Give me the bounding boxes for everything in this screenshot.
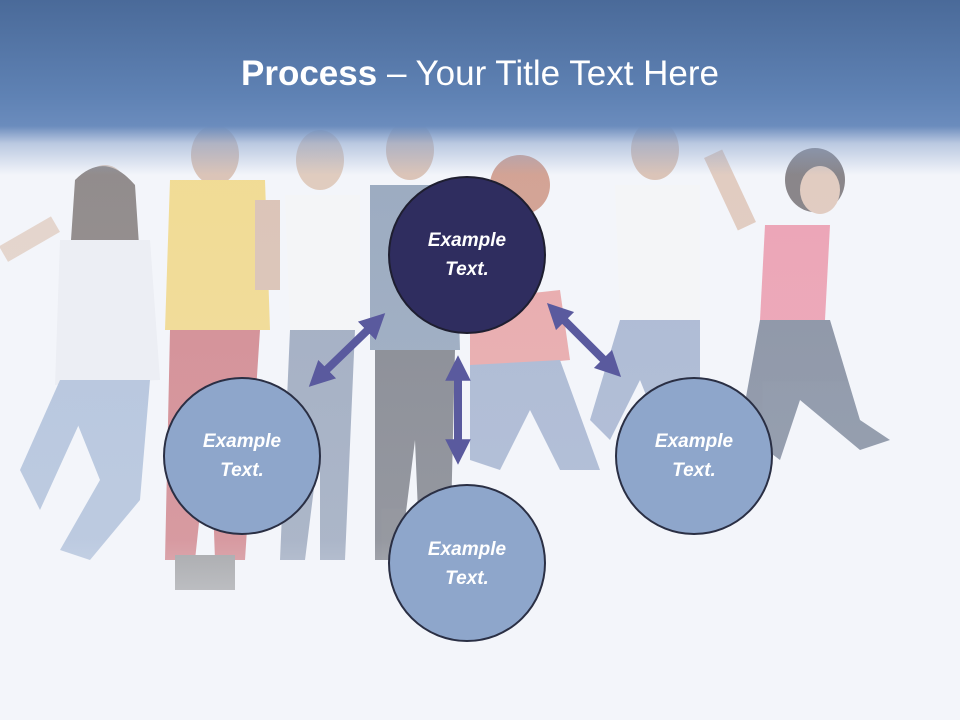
arrow-center-left <box>308 313 386 387</box>
node-bottom <box>388 484 546 642</box>
title-bold: Process <box>241 54 378 93</box>
arrow-center-right <box>546 302 622 378</box>
node-right <box>615 377 773 535</box>
node-left <box>163 377 321 535</box>
header-band <box>0 0 960 175</box>
slide-title: Process – Your Title Text Here <box>0 52 960 96</box>
node-center <box>388 176 546 334</box>
title-rest: – Your Title Text Here <box>377 54 719 93</box>
